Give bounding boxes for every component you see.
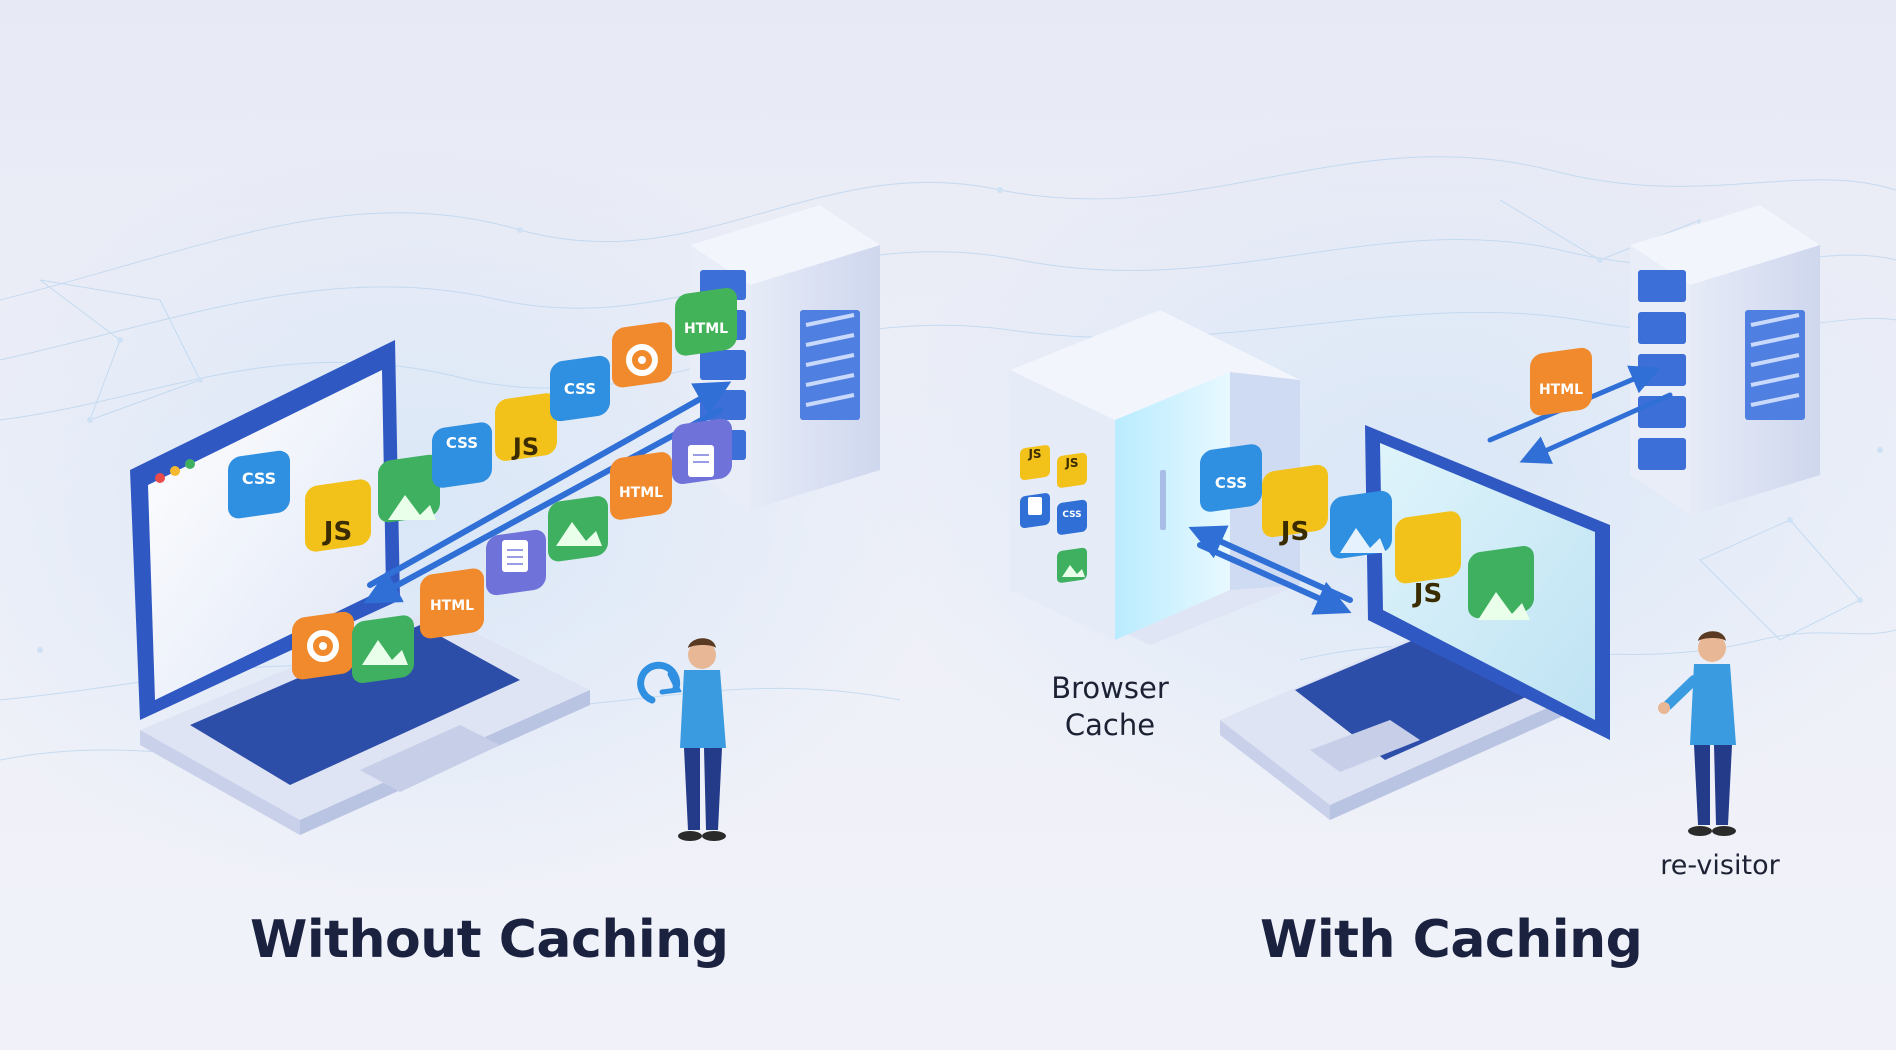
caption-without-caching: Without Caching [250, 910, 729, 970]
tile-image [1057, 547, 1087, 583]
svg-text:HTML: HTML [684, 321, 728, 337]
tile-css: CSS [432, 422, 492, 488]
tile-html: HTML [610, 452, 672, 520]
svg-text:HTML: HTML [619, 485, 663, 501]
document-icon [1020, 493, 1050, 528]
tile-js: JS [1395, 511, 1461, 609]
svg-text:CSS: CSS [446, 434, 478, 452]
svg-text:CSS: CSS [564, 380, 596, 398]
person-icon [678, 638, 726, 841]
tile-js: JS [305, 479, 371, 552]
svg-text:HTML: HTML [1539, 382, 1583, 398]
tile-image [378, 454, 440, 523]
tile-css: CSS [1200, 444, 1262, 512]
cabinet-files: JS JS CSS [1020, 445, 1087, 583]
refresh-icon [637, 661, 682, 704]
svg-text:JS: JS [511, 433, 539, 461]
tile-image [548, 496, 608, 562]
browser-cache-label: Browser Cache [1030, 670, 1190, 744]
tile-js: JS [1057, 452, 1087, 488]
svg-text:CSS: CSS [1062, 510, 1081, 520]
tile-css: CSS [550, 355, 610, 422]
tile-js: JS [1020, 445, 1050, 480]
svg-text:CSS: CSS [242, 469, 276, 488]
tile-js: JS [1262, 464, 1328, 547]
cache-arrows [1188, 525, 1353, 615]
tile-html: HTML [1530, 347, 1592, 416]
document-icon [672, 418, 732, 484]
caption-with-caching: With Caching [1260, 910, 1643, 970]
gear-icon [612, 322, 672, 388]
tile-css: CSS [1057, 499, 1087, 535]
server-rack-icon [1630, 205, 1820, 515]
document-icon [486, 529, 546, 596]
browser-cache-label-line1: Browser [1051, 671, 1169, 705]
revisitor-label: re-visitor [1660, 850, 1780, 881]
tile-image [1330, 490, 1392, 559]
tile-image [1468, 545, 1534, 620]
svg-text:JS: JS [1064, 456, 1078, 470]
svg-text:JS: JS [1027, 447, 1041, 461]
svg-text:JS: JS [322, 517, 352, 547]
tile-css: CSS [228, 450, 290, 519]
person-icon [1658, 631, 1736, 836]
tile-image [352, 615, 414, 683]
tile-html: HTML [420, 568, 484, 639]
gear-icon [292, 611, 354, 680]
tile-html: HTML [675, 287, 737, 356]
svg-text:JS: JS [1412, 579, 1442, 609]
transfer-arrows-left [363, 381, 732, 604]
svg-text:JS: JS [1279, 517, 1309, 547]
svg-text:HTML: HTML [430, 598, 474, 614]
tile-js: JS [495, 393, 557, 461]
svg-text:CSS: CSS [1215, 474, 1247, 492]
laptop-icon [130, 340, 590, 835]
browser-cache-label-line2: Cache [1064, 708, 1156, 742]
